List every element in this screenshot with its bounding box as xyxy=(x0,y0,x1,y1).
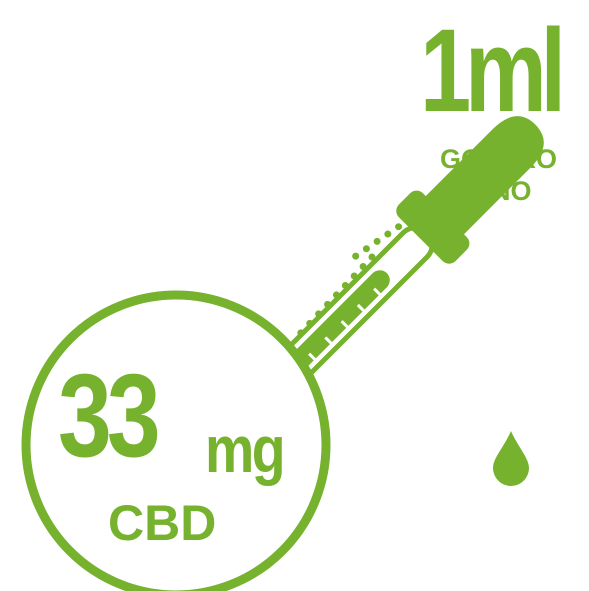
dose-circle xyxy=(21,290,331,591)
volume-value: 1ml xyxy=(420,5,566,137)
volume-caption-line1: GOTERO xyxy=(440,144,558,174)
drop-icon xyxy=(493,431,529,486)
dose-number: 33 xyxy=(58,350,161,482)
dose-unit: mg xyxy=(205,412,286,486)
dose-substance: CBD xyxy=(108,495,217,551)
volume-caption-line2: LLENO xyxy=(440,176,532,206)
